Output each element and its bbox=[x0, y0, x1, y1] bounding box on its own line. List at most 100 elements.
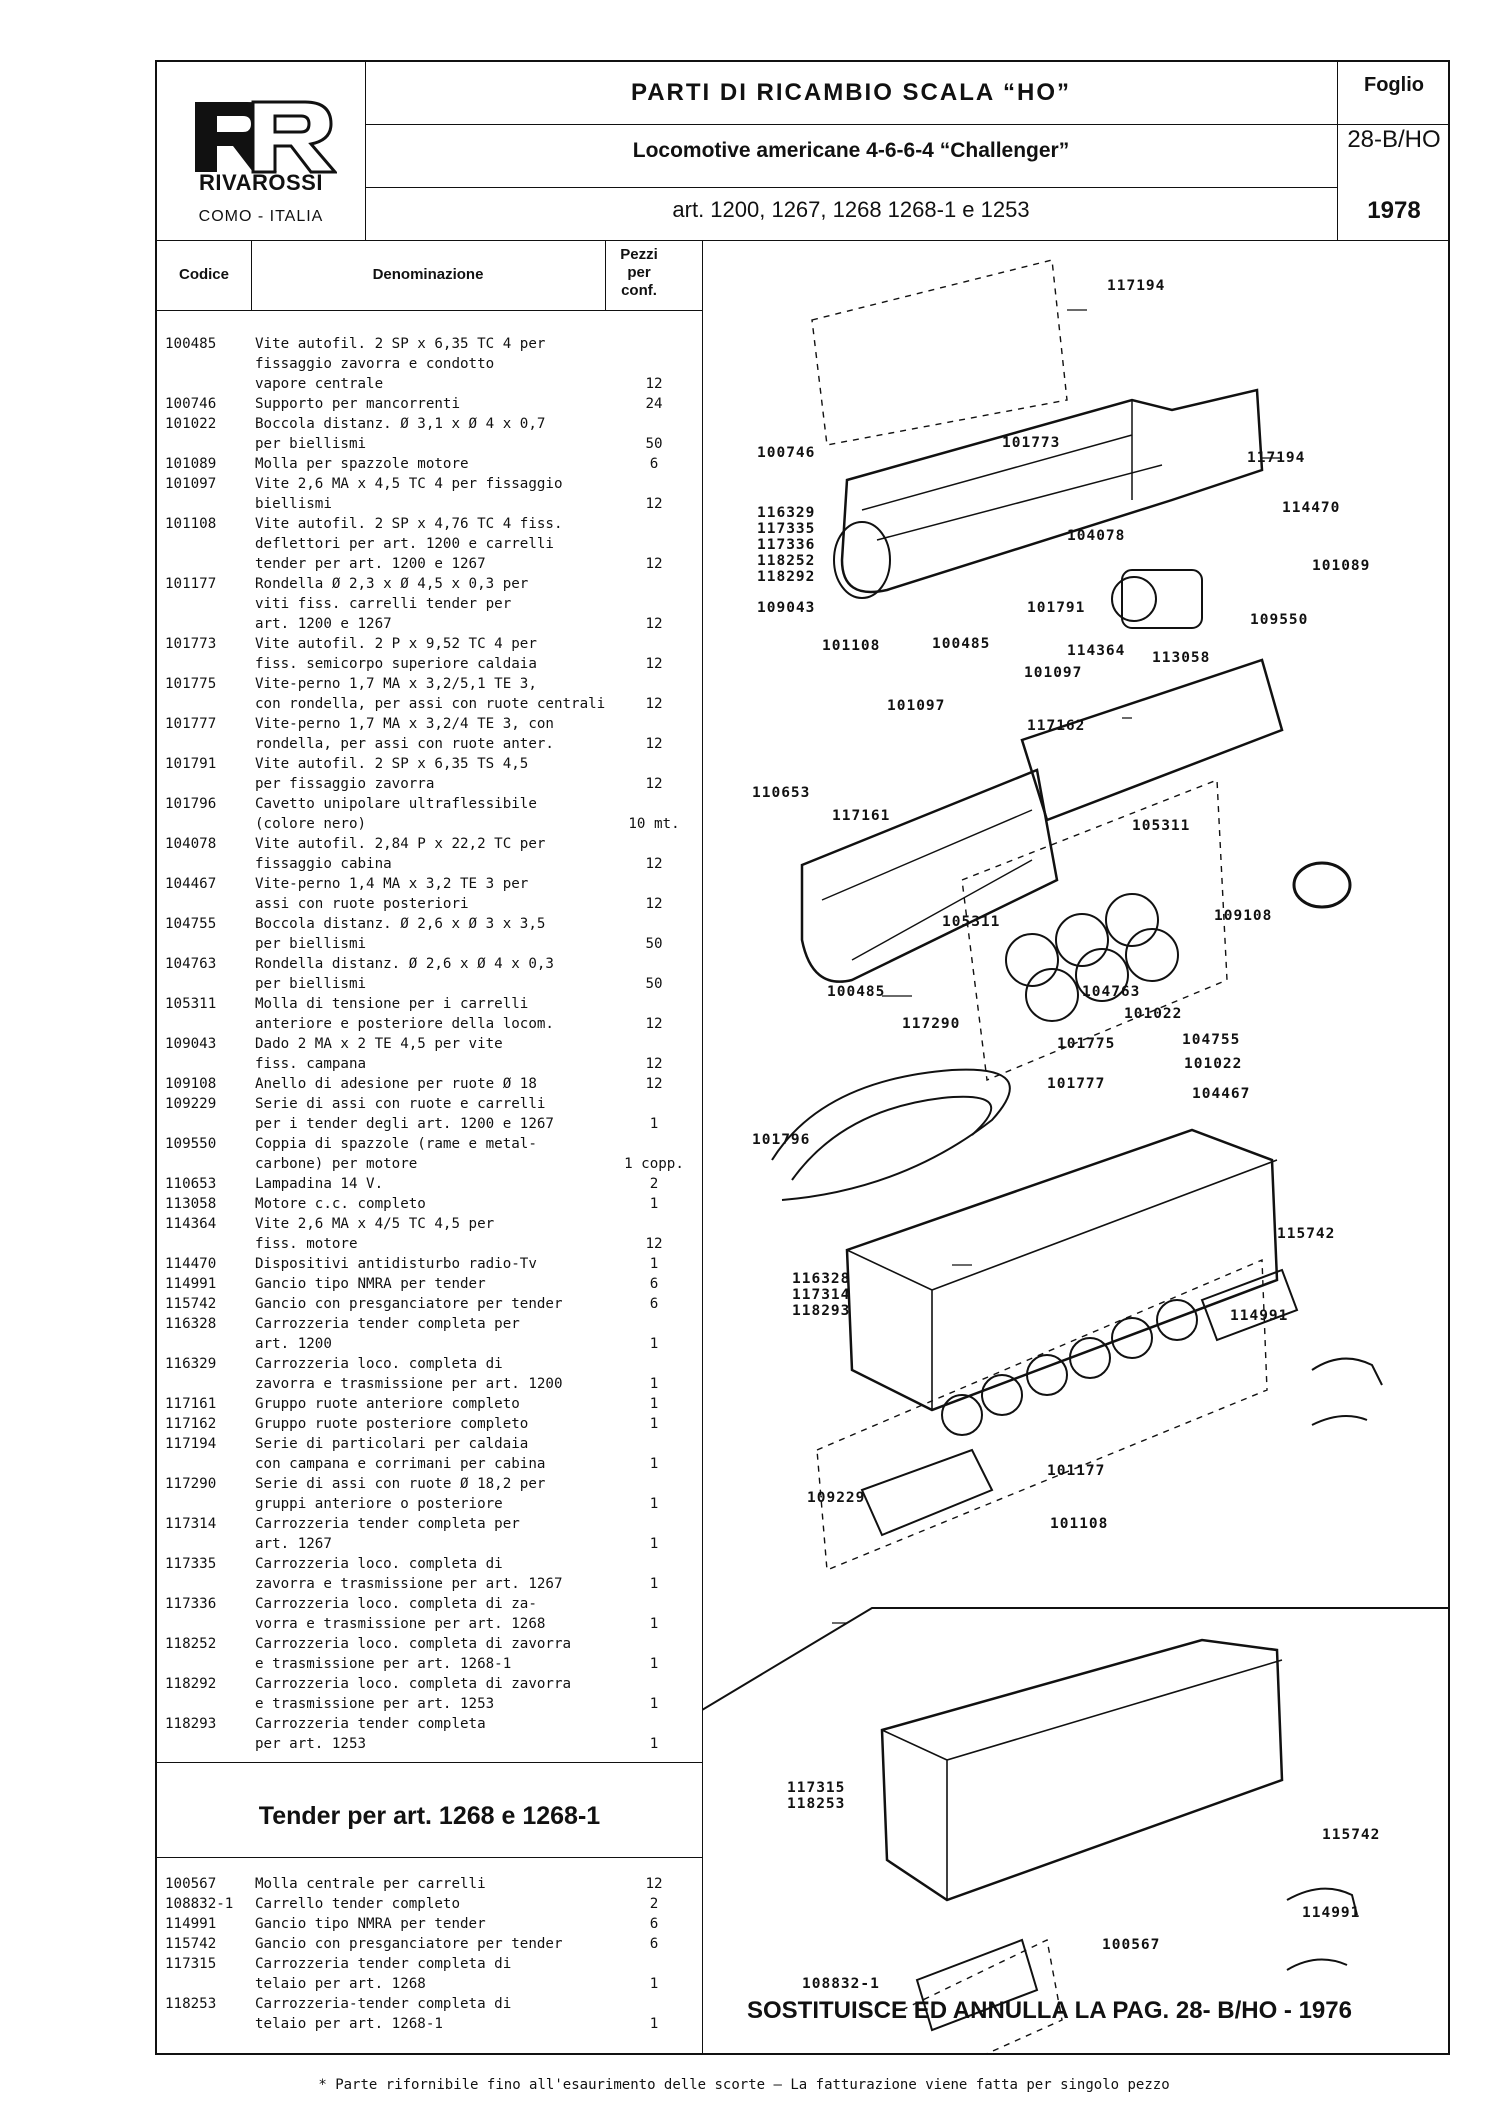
diagram-part-label: 110653 bbox=[752, 785, 811, 801]
part-qty: 1 bbox=[649, 1536, 659, 1552]
part-description: Rondella Ø 2,3 x Ø 4,5 x 0,3 per viti fi… bbox=[255, 576, 529, 632]
part-description: Carrozzeria tender completa di telaio pe… bbox=[255, 1956, 512, 1992]
diagram-part-label: 101777 bbox=[1047, 1076, 1106, 1092]
part-qty: 1 bbox=[649, 1496, 659, 1512]
part-description: Gancio tipo NMRA per tender bbox=[255, 1916, 486, 1932]
part-code: 117315 bbox=[165, 1956, 217, 1972]
part-qty: 12 bbox=[645, 896, 663, 912]
part-code: 100485 bbox=[165, 336, 217, 352]
part-description: Carrozzeria loco. completa di zavorra e … bbox=[255, 1636, 572, 1672]
part-qty: 24 bbox=[645, 396, 663, 412]
diagram-part-label: 101089 bbox=[1312, 558, 1371, 574]
rr-logo-mark bbox=[195, 100, 337, 174]
part-description: Gancio con presganciatore per tender bbox=[255, 1296, 563, 1312]
part-description: Boccola distanz. Ø 3,1 x Ø 4 x 0,7 per b… bbox=[255, 416, 546, 452]
part-code: 109108 bbox=[165, 1076, 217, 1092]
part-description: Vite autofil. 2,84 P x 22,2 TC per fissa… bbox=[255, 836, 546, 872]
part-code: 116328 bbox=[165, 1316, 217, 1332]
part-code: 117194 bbox=[165, 1436, 217, 1452]
part-code: 101177 bbox=[165, 576, 217, 592]
diagram-part-label: 101022 bbox=[1184, 1056, 1243, 1072]
part-code: 109550 bbox=[165, 1136, 217, 1152]
part-qty: 1 bbox=[649, 1576, 659, 1592]
diagram-part-label: 101108 bbox=[1050, 1516, 1109, 1532]
part-code: 101791 bbox=[165, 756, 217, 772]
diagram-part-label: 101775 bbox=[1057, 1036, 1116, 1052]
part-description: Anello di adesione per ruote Ø 18 bbox=[255, 1076, 537, 1092]
part-code: 117161 bbox=[165, 1396, 217, 1412]
part-code: 104755 bbox=[165, 916, 217, 932]
part-code: 117290 bbox=[165, 1476, 217, 1492]
part-code: 115742 bbox=[165, 1296, 217, 1312]
part-description: Vite autofil. 2 P x 9,52 TC 4 per fiss. … bbox=[255, 636, 537, 672]
part-description: Carrozzeria-tender completa di telaio pe… bbox=[255, 1996, 512, 2032]
part-code: 104467 bbox=[165, 876, 217, 892]
part-code: 117335 bbox=[165, 1556, 217, 1572]
part-description: Vite-perno 1,4 MA x 3,2 TE 3 per assi co… bbox=[255, 876, 529, 912]
part-qty: 1 bbox=[649, 1416, 659, 1432]
part-code: 118292 bbox=[165, 1676, 217, 1692]
part-qty: 1 bbox=[649, 1656, 659, 1672]
part-qty: 12 bbox=[645, 1876, 663, 1892]
part-description: Carrozzeria loco. completa di zavorra e … bbox=[255, 1356, 563, 1392]
part-description: Vite autofil. 2 SP x 6,35 TC 4 per fissa… bbox=[255, 336, 546, 392]
part-code: 109043 bbox=[165, 1036, 217, 1052]
part-code: 117314 bbox=[165, 1516, 217, 1532]
diagram-part-label: 101097 bbox=[1024, 665, 1083, 681]
diagram-part-label: 117161 bbox=[832, 808, 891, 824]
col-code: Codice bbox=[178, 266, 229, 283]
part-code: 115742 bbox=[165, 1936, 217, 1952]
diagram-part-label: 109043 bbox=[757, 600, 816, 616]
part-code: 116329 bbox=[165, 1356, 217, 1372]
diagram-part-label: 105311 bbox=[1132, 818, 1191, 834]
part-qty: 12 bbox=[645, 496, 663, 512]
sheet-title: PARTI DI RICAMBIO SCALA “HO” bbox=[631, 79, 1071, 106]
diagram-part-label: 101097 bbox=[887, 698, 946, 714]
part-code: 114991 bbox=[165, 1276, 217, 1292]
spare-parts-sheet: RIVAROSSI COMO - ITALIA PARTI DI RICAMBI… bbox=[155, 60, 1450, 2055]
part-description: Serie di particolari per caldaia con cam… bbox=[255, 1436, 546, 1472]
foglio-value: 28-B/HO bbox=[1347, 126, 1441, 153]
diagram-part-label: 100567 bbox=[1102, 1937, 1161, 1953]
diagram-part-label: 105311 bbox=[942, 914, 1001, 930]
part-code: 118252 bbox=[165, 1636, 217, 1652]
part-description: Vite 2,6 MA x 4/5 TC 4,5 per fiss. motor… bbox=[255, 1216, 495, 1252]
part-qty: 1 bbox=[649, 2016, 659, 2032]
part-description: Molla di tensione per i carrelli anterio… bbox=[255, 996, 554, 1032]
part-description: Supporto per mancorrenti bbox=[255, 396, 460, 412]
part-description: Carrozzeria loco. completa di zavorra e … bbox=[255, 1556, 563, 1592]
part-code: 100567 bbox=[165, 1876, 217, 1892]
part-code: 114470 bbox=[165, 1256, 217, 1272]
part-code: 110653 bbox=[165, 1176, 217, 1192]
diagram-part-label: 101796 bbox=[752, 1132, 811, 1148]
diagram-drawing bbox=[702, 259, 1450, 2055]
part-code: 101773 bbox=[165, 636, 217, 652]
part-qty: 50 bbox=[645, 436, 663, 452]
part-qty: 12 bbox=[645, 1076, 663, 1092]
part-code: 104763 bbox=[165, 956, 217, 972]
diagram-part-label: 114991 bbox=[1230, 1308, 1289, 1324]
tender-section-title: Tender per art. 1268 e 1268-1 bbox=[258, 1802, 601, 1830]
part-qty: 1 bbox=[649, 1396, 659, 1412]
part-qty: 6 bbox=[649, 456, 659, 472]
part-qty: 2 bbox=[649, 1176, 659, 1192]
part-qty: 12 bbox=[645, 1236, 663, 1252]
part-description: Carrozzeria loco. completa di za- vorra … bbox=[255, 1596, 546, 1632]
diagram-part-label: 101108 bbox=[822, 638, 881, 654]
part-code: 108832-1 bbox=[165, 1896, 234, 1912]
part-qty: 1 bbox=[649, 1376, 659, 1392]
diagram-part-label: 113058 bbox=[1152, 650, 1211, 666]
diagram-part-label: 117162 bbox=[1027, 718, 1086, 734]
diagram-part-label: 114470 bbox=[1282, 500, 1341, 516]
logo: RIVAROSSI COMO - ITALIA bbox=[157, 62, 365, 240]
diagram-part-label: 115742 bbox=[1277, 1226, 1336, 1242]
part-code: 105311 bbox=[165, 996, 217, 1012]
diagram-part-label: 108832-1 bbox=[802, 1976, 880, 1992]
part-code: 117336 bbox=[165, 1596, 217, 1612]
part-description: Vite-perno 1,7 MA x 3,2/4 TE 3, con rond… bbox=[255, 716, 554, 752]
col-qty: Pezzi per conf. bbox=[620, 246, 658, 299]
diagram-part-label: 100746 bbox=[757, 445, 816, 461]
part-qty: 12 bbox=[645, 776, 663, 792]
part-qty: 12 bbox=[645, 1016, 663, 1032]
diagram-part-label: 116328 117314 118293 bbox=[792, 1271, 851, 1319]
